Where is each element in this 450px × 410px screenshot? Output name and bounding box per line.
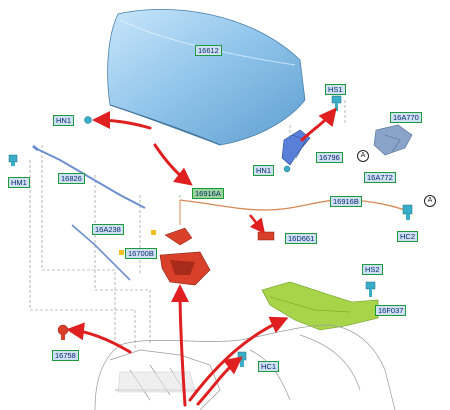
hn1-mid-nut-icon — [283, 165, 291, 173]
label-16f037[interactable]: 16F037 — [375, 305, 407, 316]
label-16758[interactable]: 16758 — [52, 350, 79, 361]
hinge-bracket-16a770 — [373, 124, 413, 156]
label-hn1-mid[interactable]: HN1 — [253, 165, 275, 176]
bumper-16758 — [57, 324, 69, 340]
label-hc1[interactable]: HC1 — [258, 361, 280, 372]
release-cable — [179, 199, 406, 211]
release-handle-16d661 — [257, 231, 275, 241]
label-16a772[interactable]: 16A772 — [364, 172, 396, 183]
car-front-body — [94, 324, 396, 410]
hs2-bolt-icon — [365, 281, 376, 297]
hm1-clip-icon — [8, 154, 18, 166]
arrow-16d661 — [249, 214, 266, 234]
label-16796[interactable]: 16796 — [316, 152, 343, 163]
splash-shield-16f037 — [261, 281, 379, 331]
label-16a770[interactable]: 16A770 — [390, 112, 422, 123]
label-16700b[interactable]: 16700B — [125, 248, 157, 259]
label-hn1-top[interactable]: HN1 — [53, 115, 75, 126]
callout-a-left: A — [357, 150, 369, 162]
label-16d661[interactable]: 16D661 — [285, 233, 318, 244]
hn1-nut-icon — [84, 116, 92, 124]
latch-assembly — [119, 227, 211, 286]
label-hood-16612[interactable]: 16612 — [195, 45, 222, 56]
red-arrows — [66, 107, 337, 407]
label-16826[interactable]: 16826 — [58, 173, 85, 184]
label-hs2[interactable]: HS2 — [362, 264, 383, 275]
label-hc2[interactable]: HC2 — [397, 231, 419, 242]
label-16916a[interactable]: 16916A — [192, 188, 224, 199]
hs1-bolt-icon — [331, 95, 342, 111]
label-16a238[interactable]: 16A238 — [92, 224, 124, 235]
callout-a-right: A — [424, 195, 436, 207]
label-16916b[interactable]: 16916B — [330, 196, 362, 207]
hc2-clip-icon — [402, 204, 413, 220]
hood-strut — [32, 144, 146, 209]
label-hs1[interactable]: HS1 — [325, 84, 346, 95]
cable-16a238 — [71, 224, 131, 281]
label-hm1[interactable]: HM1 — [8, 177, 30, 188]
